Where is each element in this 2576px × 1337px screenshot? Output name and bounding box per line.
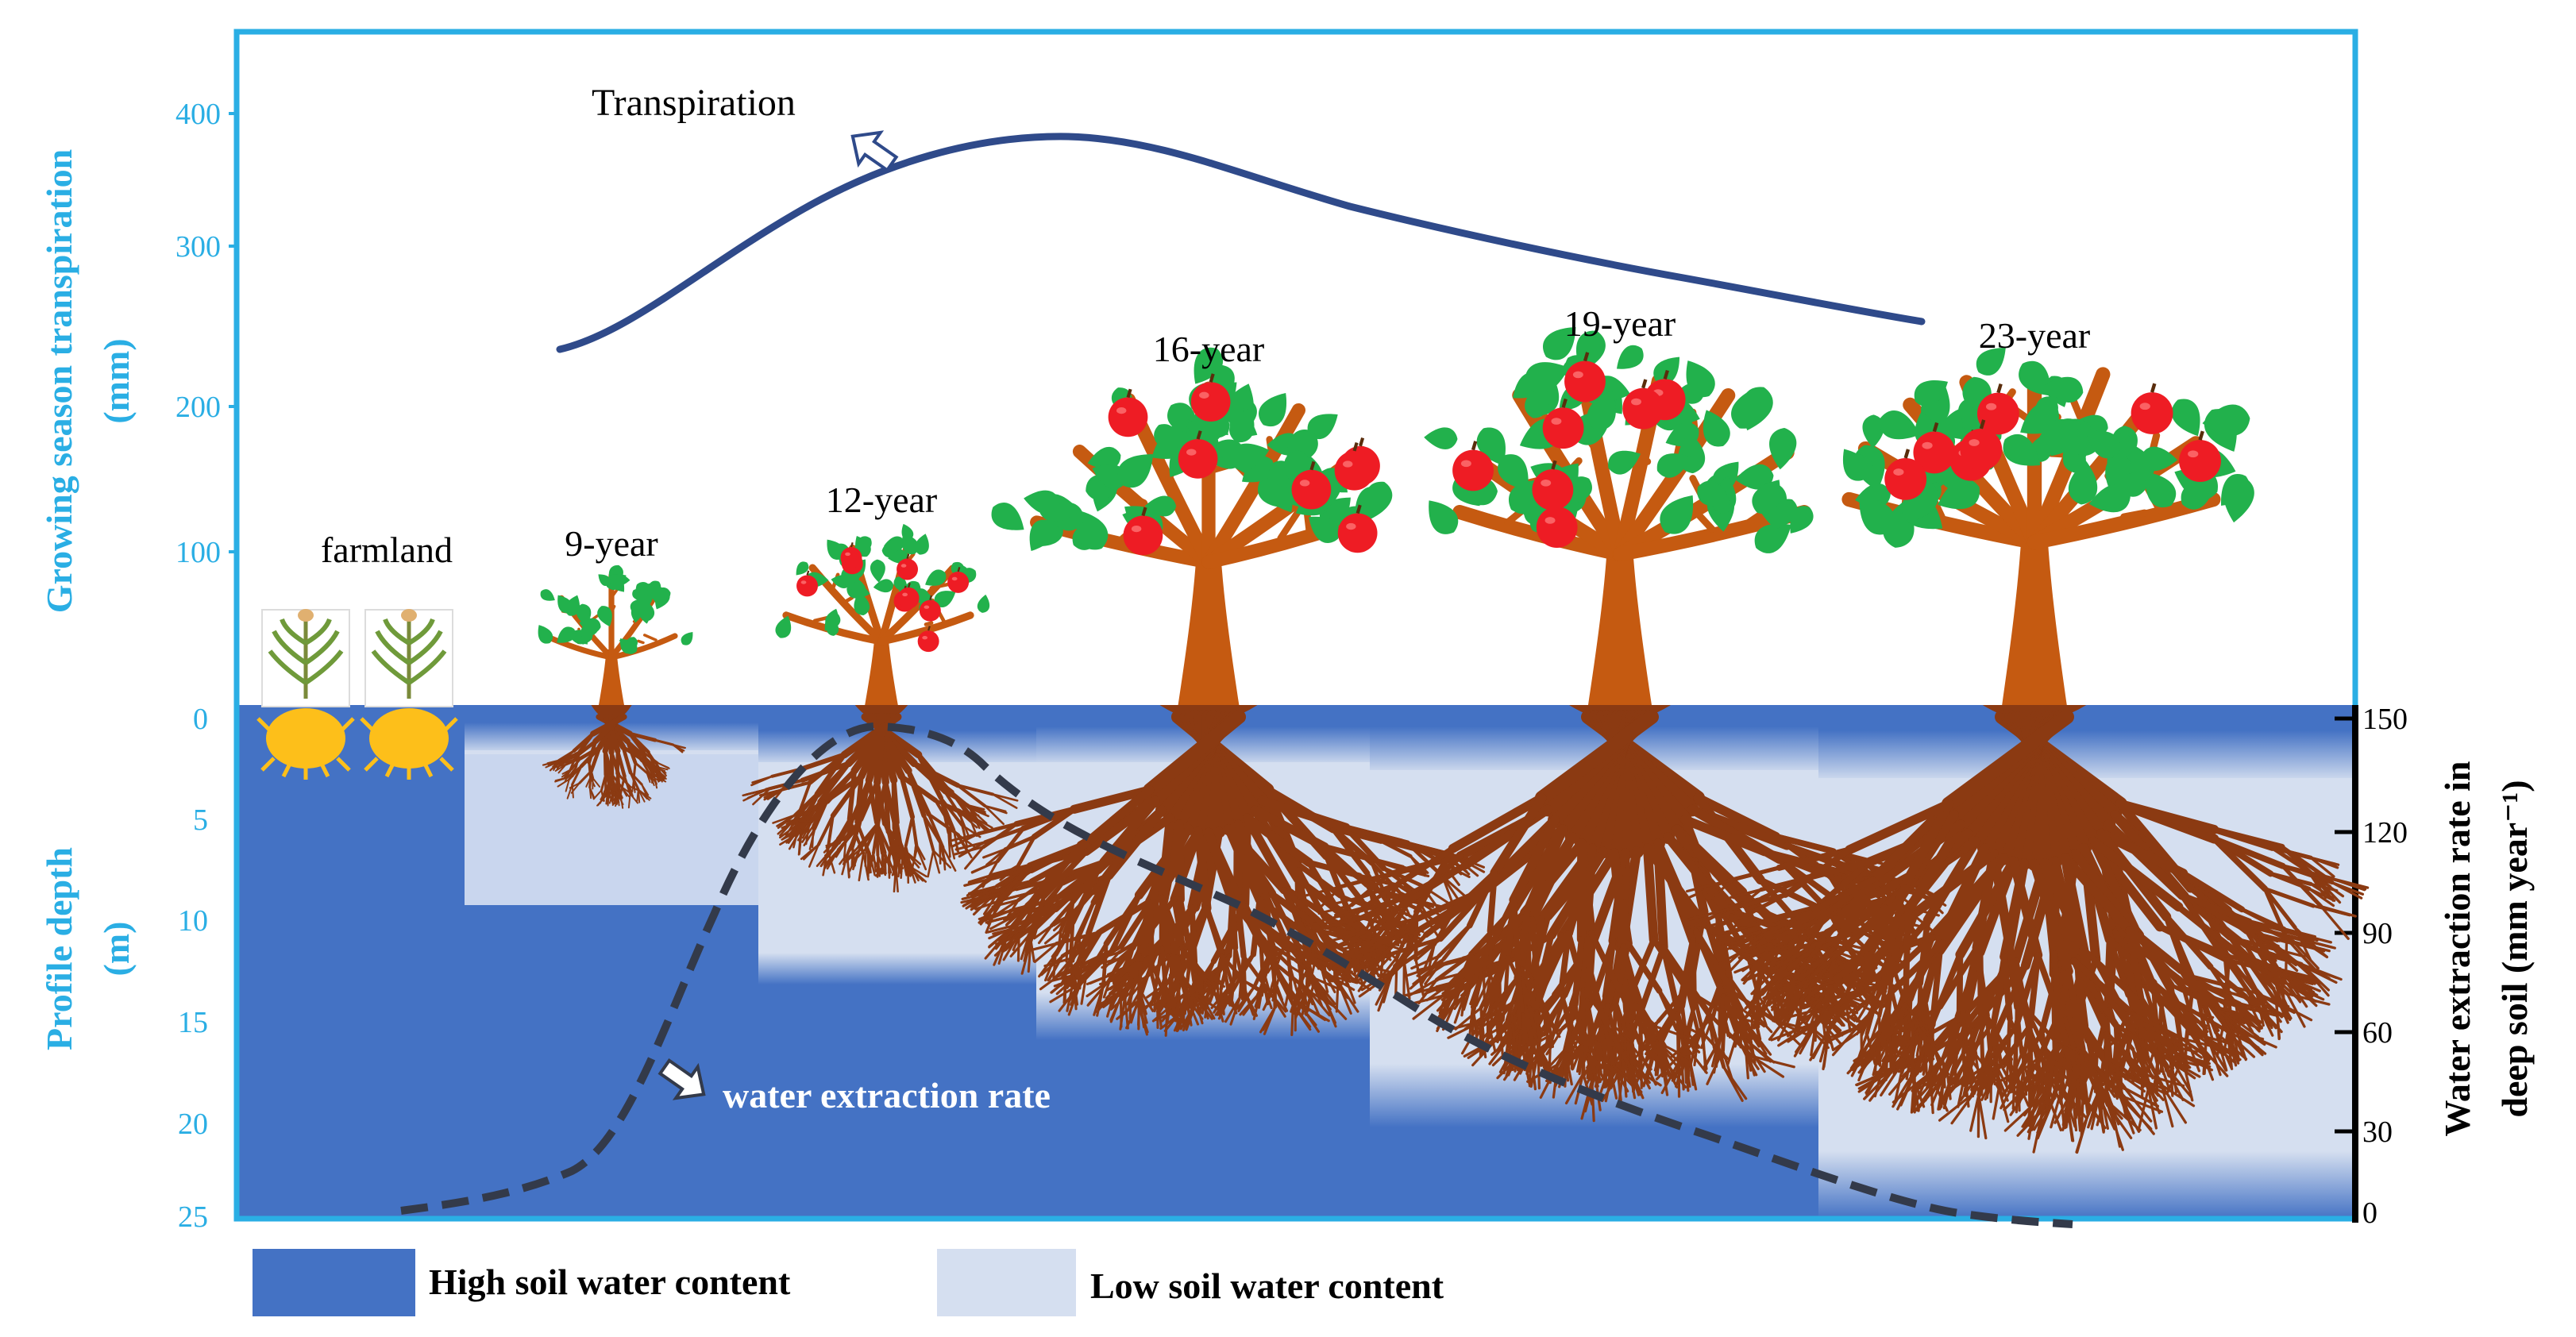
left-top-axis-title: Growing season transpiration (mm) xyxy=(39,149,137,613)
depth-tick: 15 xyxy=(178,1006,208,1039)
root-system-icon xyxy=(742,705,1019,893)
stage-label-16-year: 16-year xyxy=(1153,329,1264,369)
depth-tick: 10 xyxy=(178,904,208,938)
depth-axis: 0 5 10 15 20 25 xyxy=(178,703,208,1234)
apple-tree-icon xyxy=(742,522,1019,893)
root-system-icon xyxy=(542,705,687,809)
transpiration-tick: 100 xyxy=(175,536,221,569)
depth-tick: 0 xyxy=(193,703,208,736)
transpiration-label: Transpiration xyxy=(592,82,796,124)
transpiration-tick: 200 xyxy=(175,391,221,424)
legend-label-low: Low soil water content xyxy=(1090,1266,1444,1306)
axis-title-line: Water extraction rate in xyxy=(2437,761,2478,1136)
arrow-icon xyxy=(657,1058,706,1100)
transpiration-curve xyxy=(556,133,1926,353)
left-bottom-axis-title: Profile depth (m) xyxy=(39,847,137,1050)
corn-roots xyxy=(256,708,355,780)
water-extraction-curve xyxy=(400,722,2073,1228)
root-system-icon xyxy=(1684,705,2370,1154)
extraction-axis: 0 30 60 90 120 150 xyxy=(2335,703,2408,1230)
depth-tick: 25 xyxy=(178,1200,208,1234)
transpiration-tick: 400 xyxy=(175,98,221,131)
extraction-tick: 150 xyxy=(2362,703,2408,736)
axis-title-line: (mm) xyxy=(96,338,137,423)
extraction-tick: 60 xyxy=(2362,1016,2393,1050)
extraction-tick: 90 xyxy=(2362,917,2393,950)
axis-title-line: deep soil (mm year⁻¹) xyxy=(2494,780,2535,1117)
extraction-tick: 30 xyxy=(2362,1115,2393,1149)
axis-title-line: Growing season transpiration xyxy=(39,149,79,613)
legend-label-high: High soil water content xyxy=(429,1262,791,1302)
transpiration-tick: 300 xyxy=(175,230,221,264)
corn-roots xyxy=(360,708,458,780)
arrow-icon xyxy=(850,130,899,173)
depth-tick: 5 xyxy=(193,803,208,837)
legend-swatch-high xyxy=(253,1249,415,1316)
stage-label-19-year: 19-year xyxy=(1564,303,1676,344)
legend: High soil water content Low soil water c… xyxy=(253,1249,1444,1316)
transpiration-axis: 100 200 300 400 xyxy=(175,98,237,569)
apple-tree-icon xyxy=(1684,338,2370,1154)
axis-title-line: Profile depth xyxy=(39,847,79,1050)
stage-label-12-year: 12-year xyxy=(826,480,937,520)
corn-plant-icon xyxy=(261,609,350,707)
apple-trees xyxy=(533,317,2370,1154)
water-extraction-label: water extraction rate xyxy=(723,1075,1051,1115)
corn-plant-icon xyxy=(364,609,453,707)
depth-tick: 20 xyxy=(178,1108,208,1141)
extraction-tick: 0 xyxy=(2362,1196,2377,1230)
stage-label-farmland: farmland xyxy=(321,530,453,570)
apple-tree-icon xyxy=(533,562,697,809)
stage-label-9-year: 9-year xyxy=(565,523,657,564)
plot-frame xyxy=(233,29,2358,1222)
stage-label-23-year: 23-year xyxy=(1979,315,2090,356)
extraction-tick: 120 xyxy=(2362,816,2408,850)
right-axis-title: Water extraction rate in deep soil (mm y… xyxy=(2437,761,2535,1136)
legend-swatch-low xyxy=(937,1249,1076,1316)
axis-title-line: (m) xyxy=(96,922,137,977)
